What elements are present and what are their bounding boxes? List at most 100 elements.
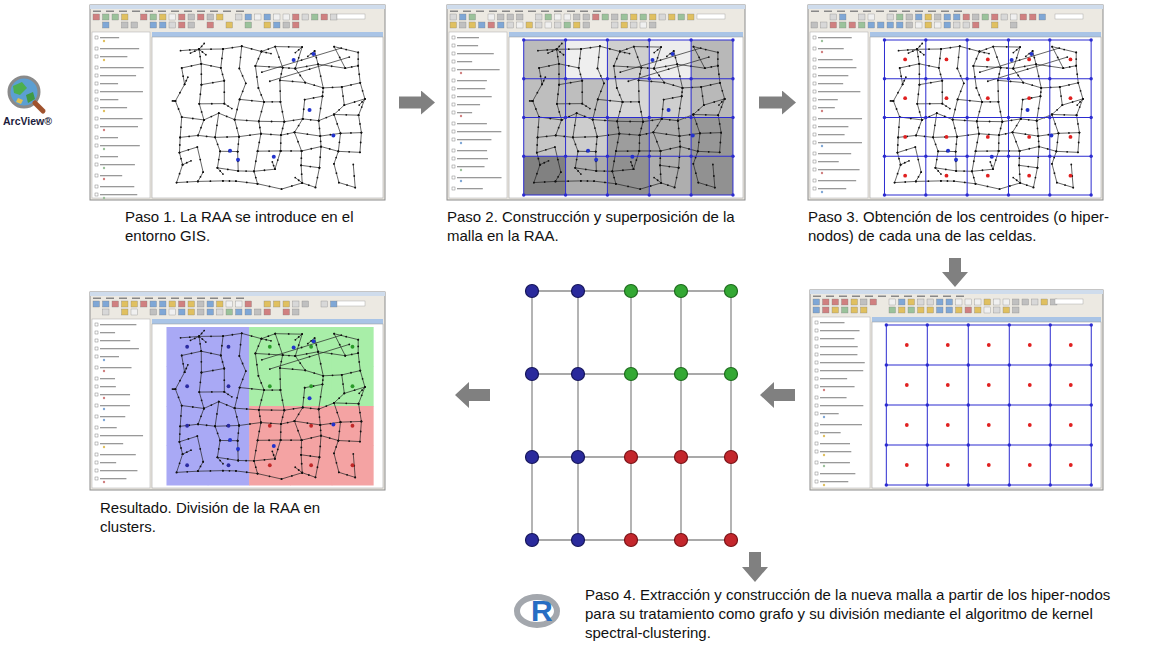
toolbar-icon	[583, 14, 590, 20]
network-node	[679, 146, 681, 148]
network-node	[992, 46, 994, 48]
network-node	[698, 57, 700, 59]
network-node	[180, 50, 182, 52]
menu-item	[132, 11, 140, 13]
network-node	[574, 167, 576, 169]
toolbar-icon	[963, 14, 970, 20]
menu-item	[210, 11, 218, 13]
network-node	[577, 150, 579, 152]
network-node	[310, 148, 312, 150]
network-node	[631, 165, 633, 167]
network-node	[1000, 67, 1002, 69]
layer-name-line	[100, 164, 135, 165]
network-node	[587, 180, 589, 182]
network-node	[954, 127, 956, 129]
legend-sidebar	[449, 32, 507, 198]
network-node	[301, 182, 303, 184]
network-node	[638, 101, 640, 103]
toolbar-icon	[982, 14, 989, 20]
layer-symbol	[460, 180, 462, 182]
network-node	[283, 121, 285, 123]
layer-name-line	[457, 139, 491, 140]
network-node	[982, 169, 984, 171]
street-segment	[199, 85, 201, 104]
network-node	[555, 181, 557, 183]
toolbar-icon	[887, 22, 894, 28]
network-node	[976, 120, 978, 122]
network-node	[979, 51, 981, 53]
network-node	[198, 48, 200, 50]
network-node	[558, 127, 560, 129]
network-node	[700, 86, 702, 88]
network-node	[307, 133, 309, 135]
network-node	[200, 176, 202, 178]
network-node	[580, 173, 582, 175]
street-segment	[661, 183, 674, 187]
network-node	[915, 134, 917, 136]
network-node	[234, 119, 236, 121]
street-segment	[177, 165, 183, 183]
network-node	[245, 82, 247, 84]
network-node	[556, 48, 558, 50]
network-node	[201, 84, 203, 86]
layer-checkbox	[452, 87, 455, 90]
street-segment	[201, 81, 224, 85]
toolbar-icon	[640, 14, 647, 20]
network-node	[633, 46, 635, 48]
toolbar-icon	[555, 22, 562, 28]
network-node	[354, 187, 356, 189]
layer-name-line	[457, 80, 487, 81]
street-segment	[344, 99, 365, 105]
network-node	[977, 127, 979, 129]
network-node	[558, 84, 560, 86]
network-node	[318, 120, 320, 122]
network-node	[357, 65, 359, 67]
network-node	[953, 180, 955, 182]
layer-name-line	[818, 67, 856, 68]
street-segment	[303, 119, 319, 121]
toolbar-icon	[631, 22, 638, 28]
network-node	[919, 84, 921, 86]
network-node	[952, 119, 954, 121]
network-node	[595, 170, 597, 172]
network-node	[915, 134, 917, 136]
network-node	[281, 111, 283, 113]
network-node	[280, 150, 282, 152]
network-node	[919, 111, 921, 113]
layer-checkbox	[452, 52, 455, 55]
network-node	[936, 112, 938, 114]
mesh-vertex	[564, 77, 567, 80]
mesh-vertex	[606, 193, 609, 196]
street-segment	[897, 147, 915, 153]
network-node	[319, 135, 321, 137]
network-node	[921, 119, 923, 121]
network-node	[294, 68, 296, 70]
street-segment	[575, 151, 578, 168]
network-node	[283, 121, 285, 123]
network-node	[1010, 81, 1012, 83]
network-node	[976, 120, 978, 122]
street-segment	[895, 165, 901, 183]
network-node	[301, 173, 303, 175]
street-segment	[215, 137, 220, 151]
layer-checkbox	[813, 36, 816, 39]
street-segment	[319, 114, 334, 120]
network-node	[697, 182, 699, 184]
network-node	[971, 170, 973, 172]
layer-name-line	[818, 134, 845, 135]
street-segment	[282, 183, 303, 189]
street-segment	[557, 85, 559, 104]
network-node	[257, 150, 259, 152]
network-node	[548, 65, 550, 67]
street-segment	[1060, 87, 1063, 105]
network-node	[700, 86, 702, 88]
street-segment	[957, 134, 979, 137]
network-node	[992, 46, 994, 48]
network-node	[280, 101, 282, 103]
layer-name-line	[457, 96, 492, 97]
toolbar-icon	[112, 14, 119, 20]
menu-item	[236, 11, 244, 13]
network-node	[280, 134, 282, 136]
network-node	[660, 150, 662, 152]
network-node	[198, 103, 200, 105]
